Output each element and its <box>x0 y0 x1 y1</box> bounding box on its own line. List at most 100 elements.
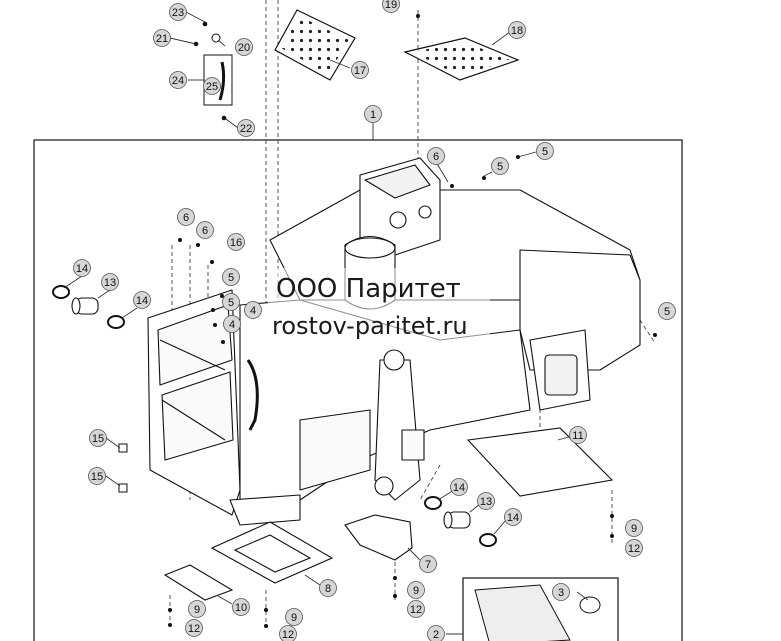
callout-label: 7 <box>425 559 431 571</box>
callout-bubble <box>504 508 522 526</box>
callout-label: 5 <box>228 297 234 309</box>
callout-bubble <box>133 291 151 309</box>
watermark-line-2: rostov-paritet.ru <box>272 312 468 340</box>
callout-bubble <box>88 467 106 485</box>
callout-2: 2 <box>427 625 445 641</box>
callout-bubble <box>203 77 221 95</box>
callout-21: 21 <box>153 29 171 47</box>
callout-bubble <box>427 147 445 165</box>
callout-bubble <box>185 619 203 637</box>
callout-bubble <box>407 581 425 599</box>
callout-14: 14 <box>73 259 91 277</box>
callout-5: 5 <box>222 293 240 311</box>
callout-12: 12 <box>185 619 203 637</box>
callout-bubble <box>427 625 445 641</box>
callout-9: 9 <box>188 600 206 618</box>
callout-label: 8 <box>325 583 331 595</box>
callout-label: 5 <box>228 272 234 284</box>
callout-bubble <box>508 21 526 39</box>
callout-19: 19 <box>382 0 400 13</box>
callout-label: 14 <box>76 263 88 275</box>
callout-bubble <box>419 555 437 573</box>
callout-label: 20 <box>238 42 250 54</box>
callout-5: 5 <box>536 142 554 160</box>
callout-bubble <box>244 301 262 319</box>
callout-label: 13 <box>104 277 116 289</box>
callout-label: 21 <box>156 33 168 45</box>
callout-label: 12 <box>628 543 640 555</box>
callout-bubble <box>569 426 587 444</box>
callout-9: 9 <box>625 519 643 537</box>
callout-bubble <box>407 600 425 618</box>
callout-6: 6 <box>177 208 195 226</box>
callout-label: 19 <box>385 0 397 11</box>
perforated-plate-18 <box>403 37 520 81</box>
callout-bubble <box>658 302 676 320</box>
callout-label: 23 <box>172 7 184 19</box>
callout-bubble <box>364 105 382 123</box>
callout-bubble <box>196 221 214 239</box>
callout-16: 16 <box>227 233 245 251</box>
callout-label: 3 <box>558 587 564 599</box>
callout-13: 13 <box>477 492 495 510</box>
callout-bubble <box>491 157 509 175</box>
callout-5: 5 <box>222 268 240 286</box>
bushing-set-left <box>52 285 125 329</box>
callout-11: 11 <box>569 426 587 444</box>
callout-label: 14 <box>507 512 519 524</box>
assembly-boundary <box>33 139 683 641</box>
callout-label: 4 <box>250 305 256 317</box>
callout-bubble <box>227 233 245 251</box>
callout-25: 25 <box>203 77 221 95</box>
callout-9: 9 <box>407 581 425 599</box>
callout-13: 13 <box>101 273 119 291</box>
callout-label: 2 <box>433 629 439 641</box>
callout-label: 9 <box>413 585 419 597</box>
callout-12: 12 <box>625 539 643 557</box>
callout-label: 6 <box>433 151 439 163</box>
perforated-plate-17 <box>274 9 356 81</box>
callout-14: 14 <box>504 508 522 526</box>
watermark-line-1: ООО Паритет <box>276 274 461 304</box>
callout-bubble <box>101 273 119 291</box>
callout-bubble <box>552 583 570 601</box>
small-hardware-group <box>193 21 233 121</box>
callout-22: 22 <box>237 119 255 137</box>
fasteners <box>168 14 657 628</box>
callout-label: 14 <box>453 482 465 494</box>
callout-17: 17 <box>351 61 369 79</box>
callout-15: 15 <box>89 429 107 447</box>
callout-label: 5 <box>497 161 503 173</box>
callout-bubble <box>235 38 253 56</box>
callout-label: 18 <box>511 25 523 37</box>
callout-bubble <box>625 519 643 537</box>
callout-bubble <box>319 579 337 597</box>
callout-label: 12 <box>282 629 294 641</box>
callout-bubble <box>285 608 303 626</box>
callout-label: 12 <box>410 604 422 616</box>
callout-9: 9 <box>285 608 303 626</box>
callout-bubble <box>232 598 250 616</box>
callout-label: 17 <box>354 65 366 77</box>
callout-label: 24 <box>172 75 184 87</box>
callout-24: 24 <box>169 71 187 89</box>
callout-bubble <box>351 61 369 79</box>
callout-bubble <box>169 71 187 89</box>
callout-label: 5 <box>664 306 670 318</box>
callout-bubble <box>153 29 171 47</box>
callout-label: 11 <box>572 430 583 442</box>
bracket-plate-7 <box>344 514 413 561</box>
callout-1: 1 <box>364 105 382 123</box>
callout-label: 6 <box>183 212 189 224</box>
callout-bubble <box>89 429 107 447</box>
callout-14: 14 <box>450 478 468 496</box>
callout-label: 5 <box>542 146 548 158</box>
callout-bubble <box>169 3 187 21</box>
callout-bubble <box>279 625 297 641</box>
callout-bubble <box>237 119 255 137</box>
bushing-set-right <box>424 496 497 547</box>
callout-label: 16 <box>230 237 242 249</box>
